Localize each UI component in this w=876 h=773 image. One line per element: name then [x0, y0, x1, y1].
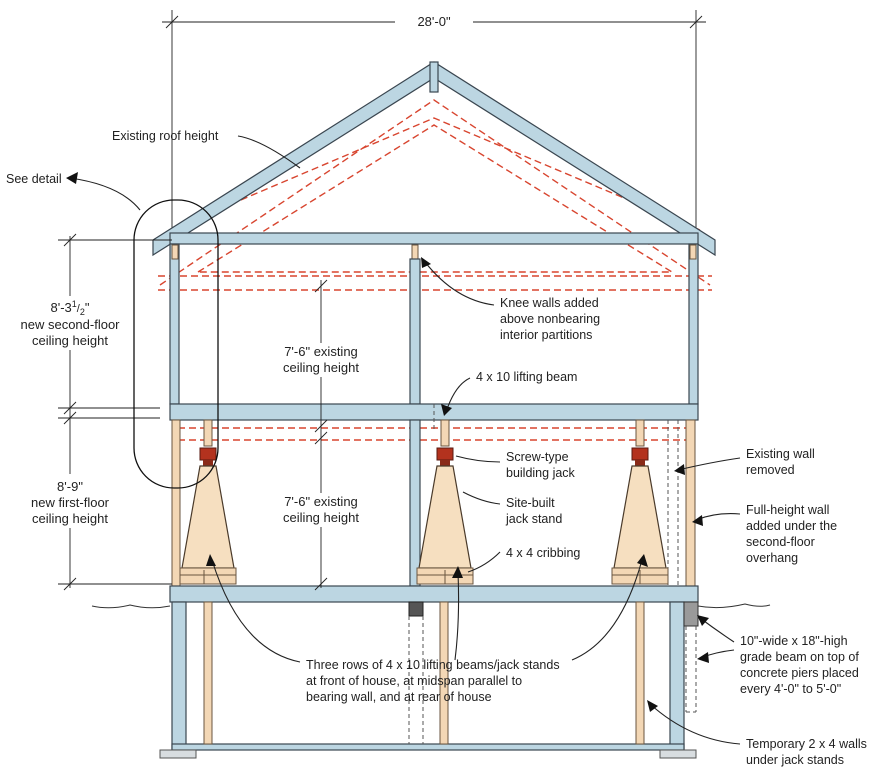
- grade-beam-callout: 10"-wide x 18"-high grade beam on top of…: [697, 615, 859, 696]
- left-height-dimensions: 8'-31/2" new second-floor ceiling height…: [4, 233, 172, 591]
- jack-stand-right: [611, 419, 669, 585]
- knee-wall-center: [411, 244, 419, 260]
- temporary-wall-right: [635, 601, 645, 745]
- svg-text:4 x 4 cribbing: 4 x 4 cribbing: [506, 546, 580, 560]
- svg-text:bearing wall, and at rear of h: bearing wall, and at rear of house: [306, 690, 492, 704]
- interior-partition-lower: [409, 419, 421, 587]
- svg-text:grade beam on top of: grade beam on top of: [740, 650, 859, 664]
- svg-text:jack stand: jack stand: [505, 512, 562, 526]
- screw-jack-callout: Screw-type building jack: [455, 450, 576, 480]
- lifting-beam-callout: 4 x 10 lifting beam: [441, 370, 577, 416]
- second-floor-ceiling-joist: [169, 232, 699, 245]
- svg-text:added under the: added under the: [746, 519, 837, 533]
- svg-text:Full-height wall: Full-height wall: [746, 503, 829, 517]
- existing-upper-height-line1: 7'-6" existing: [284, 344, 358, 359]
- jack-stand-callout: Site-built jack stand: [462, 491, 562, 526]
- svg-text:above nonbearing: above nonbearing: [500, 312, 600, 326]
- full-height-wall: [685, 419, 696, 587]
- temporary-wall-middle: [439, 601, 449, 745]
- svg-text:4 x 10 lifting beam: 4 x 10 lifting beam: [476, 370, 577, 384]
- knee-walls-callout: Knee walls added above nonbearing interi…: [421, 257, 600, 342]
- svg-text:Site-built: Site-built: [506, 496, 555, 510]
- existing-lower-height-line2: ceiling height: [283, 510, 359, 525]
- first-floor-height-line1: 8'-9": [57, 479, 83, 494]
- svg-text:at front of house, at midspan: at front of house, at midspan parallel t…: [306, 674, 522, 688]
- svg-text:Knee walls added: Knee walls added: [500, 296, 599, 310]
- svg-text:second-floor: second-floor: [746, 535, 815, 549]
- detail-loop: [133, 199, 219, 489]
- svg-text:every 4'-0" to 5'-0": every 4'-0" to 5'-0": [740, 682, 841, 696]
- jack-stand-left: [179, 419, 237, 585]
- existing-upper-height-line2: ceiling height: [283, 360, 359, 375]
- svg-text:concrete piers placed: concrete piers placed: [740, 666, 859, 680]
- cribbing-callout: 4 x 4 cribbing: [467, 546, 580, 573]
- second-floor-height-line3: ceiling height: [32, 333, 108, 348]
- svg-text:Existing wall: Existing wall: [746, 447, 815, 461]
- overall-width-dimension: 28'-0": [162, 10, 706, 228]
- three-rows-callout: Three rows of 4 x 10 lifting beams/jack …: [206, 554, 648, 704]
- first-floor-height-line3: ceiling height: [32, 511, 108, 526]
- svg-text:building jack: building jack: [506, 466, 576, 480]
- first-floor-height-line2: new first-floor: [31, 495, 110, 510]
- second-floor-height-label: 8'-31/2": [51, 299, 90, 317]
- see-detail-label: See detail: [6, 172, 62, 186]
- grade-beam: [683, 601, 699, 627]
- existing-height-dimensions: 7'-6" existing ceiling height 7'-6" exis…: [268, 279, 374, 591]
- left-wall-lower: [171, 419, 181, 587]
- svg-text:removed: removed: [746, 463, 795, 477]
- basement-slab: [171, 743, 685, 751]
- svg-text:under jack stands: under jack stands: [746, 753, 844, 767]
- svg-text:interior partitions: interior partitions: [500, 328, 592, 342]
- existing-wall-callout: Existing wall removed: [674, 447, 815, 477]
- grade-line: [91, 603, 771, 609]
- knee-wall-right: [689, 244, 697, 260]
- second-floor-height-line2: new second-floor: [21, 317, 121, 332]
- temporary-walls-callout: Temporary 2 x 4 walls under jack stands: [647, 700, 867, 767]
- jack-stand-middle: [416, 419, 474, 585]
- existing-roof-outline: [158, 99, 712, 291]
- overall-width-label: 28'-0": [417, 14, 451, 29]
- foundation-wall-right: [669, 601, 685, 751]
- svg-text:overhang: overhang: [746, 551, 798, 565]
- new-roof: [152, 61, 716, 257]
- svg-text:Three rows of 4 x 10 lifting: Three rows of 4 x 10 lifting beams/jack …: [306, 658, 560, 672]
- svg-text:10"-wide x 18"-high: 10"-wide x 18"-high: [740, 634, 848, 648]
- existing-lower-height-line1: 7'-6" existing: [284, 494, 358, 509]
- svg-text:Temporary 2 x 4 walls: Temporary 2 x 4 walls: [746, 737, 867, 751]
- temporary-wall-left: [203, 601, 213, 745]
- roof-height-label: Existing roof height: [112, 129, 219, 143]
- knee-wall-left: [171, 244, 179, 260]
- foundation-wall-left: [171, 601, 187, 751]
- svg-text:Screw-type: Screw-type: [506, 450, 569, 464]
- interior-partition-upper: [409, 258, 421, 405]
- full-height-wall-callout: Full-height wall added under the second-…: [692, 503, 837, 565]
- right-exterior-wall-upper: [688, 243, 699, 405]
- first-floor-deck: [169, 585, 699, 603]
- left-exterior-wall-upper: [169, 243, 180, 405]
